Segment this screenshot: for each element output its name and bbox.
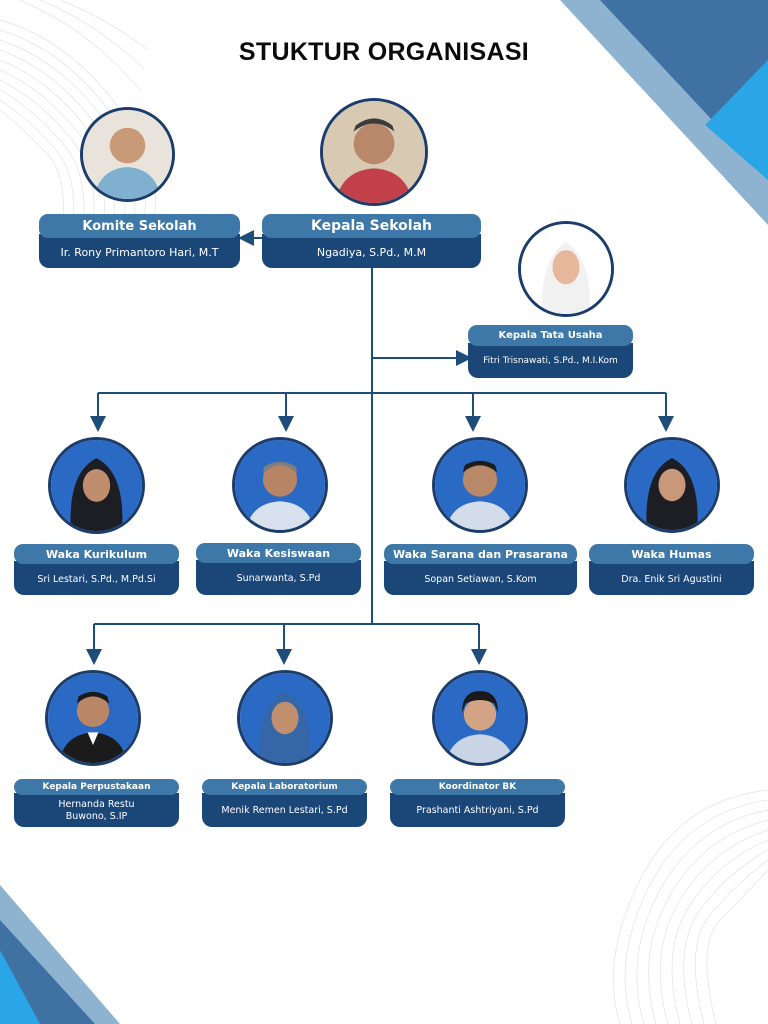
avatar-waka-sarana (432, 437, 528, 533)
avatar-kepala-perpustakaan (45, 670, 141, 766)
avatar-koordinator-bk (432, 670, 528, 766)
avatar-kepala-tata-usaha (518, 221, 614, 317)
role-label: Kepala Laboratorium (202, 779, 367, 795)
card-waka-kesiswaan: Waka Kesiswaan Sunarwanta, S.Pd (196, 543, 361, 595)
role-label: Waka Sarana dan Prasarana (384, 544, 577, 564)
role-label: Kepala Sekolah (262, 214, 481, 238)
avatar-waka-humas (624, 437, 720, 533)
bottom-left-corner-shapes (0, 885, 120, 1024)
card-kepala-laboratorium: Kepala Laboratorium Menik Remen Lestari,… (202, 779, 367, 827)
card-kepala-perpustakaan: Kepala Perpustakaan Hernanda Restu Buwon… (14, 779, 179, 827)
card-kepala-sekolah: Kepala Sekolah Ngadiya, S.Pd., M.M (262, 214, 481, 268)
bottom-right-line-pattern (613, 789, 768, 1024)
role-label: Kepala Perpustakaan (14, 779, 179, 795)
member-name: Hernanda Restu Buwono, S.IP (14, 793, 179, 827)
card-waka-sarana: Waka Sarana dan Prasarana Sopan Setiawan… (384, 544, 577, 595)
card-koordinator-bk: Koordinator BK Prashanti Ashtriyani, S.P… (390, 779, 565, 827)
member-name: Prashanti Ashtriyani, S.Pd (390, 793, 565, 827)
member-name: Sopan Setiawan, S.Kom (384, 561, 577, 595)
member-name: Menik Remen Lestari, S.Pd (202, 793, 367, 827)
role-label: Waka Kurikulum (14, 544, 179, 564)
card-kepala-tata-usaha: Kepala Tata Usaha Fitri Trisnawati, S.Pd… (468, 325, 633, 378)
avatar-kepala-laboratorium (237, 670, 333, 766)
member-name: Fitri Trisnawati, S.Pd., M.I.Kom (468, 343, 633, 378)
avatar-waka-kurikulum (48, 437, 145, 534)
avatar-waka-kesiswaan (232, 437, 328, 533)
member-name: Ngadiya, S.Pd., M.M (262, 234, 481, 268)
page-title: STUKTUR ORGANISASI (238, 38, 530, 66)
member-name: Ir. Rony Primantoro Hari, M.T (39, 234, 240, 268)
avatar-komite-sekolah (80, 107, 175, 202)
avatar-kepala-sekolah (320, 98, 428, 206)
member-name: Dra. Enik Sri Agustini (589, 561, 754, 595)
card-komite-sekolah: Komite Sekolah Ir. Rony Primantoro Hari,… (39, 214, 240, 268)
card-waka-humas: Waka Humas Dra. Enik Sri Agustini (589, 544, 754, 595)
top-right-corner-shapes (560, 0, 768, 225)
member-name: Sunarwanta, S.Pd (196, 560, 361, 595)
card-waka-kurikulum: Waka Kurikulum Sri Lestari, S.Pd., M.Pd.… (14, 544, 179, 595)
role-label: Kepala Tata Usaha (468, 325, 633, 346)
member-name: Sri Lestari, S.Pd., M.Pd.Si (14, 561, 179, 595)
role-label: Koordinator BK (390, 779, 565, 795)
role-label: Waka Humas (589, 544, 754, 564)
role-label: Komite Sekolah (39, 214, 240, 238)
role-label: Waka Kesiswaan (196, 543, 361, 563)
